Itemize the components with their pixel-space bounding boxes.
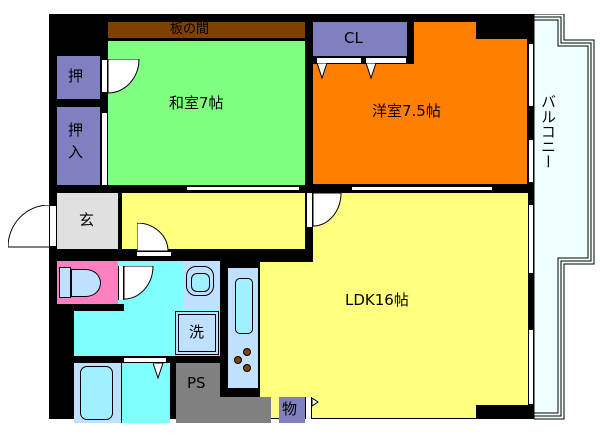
ldk-window-2[interactable] bbox=[528, 330, 534, 404]
balcony-label: バルコニー bbox=[539, 94, 557, 169]
entrance-door[interactable] bbox=[8, 205, 50, 249]
room-oshiire: 押 入 bbox=[57, 107, 100, 185]
oshiire-sliding-door[interactable] bbox=[101, 113, 108, 185]
washing-machine: 洗 bbox=[175, 311, 219, 355]
stove-burner-2 bbox=[234, 356, 242, 364]
room-storage: 物 bbox=[279, 397, 305, 423]
ldk-floor-main bbox=[313, 193, 528, 418]
ldk-corner-pillar bbox=[476, 405, 528, 419]
stove-burner-1 bbox=[243, 348, 251, 356]
washitsu-door[interactable] bbox=[108, 59, 142, 95]
ldk-window-1[interactable] bbox=[528, 205, 534, 273]
washing-machine-inner bbox=[178, 314, 216, 352]
toilet-wall bbox=[57, 304, 124, 311]
youshitsu-window-2[interactable] bbox=[528, 140, 534, 182]
storage-door-marker bbox=[312, 398, 319, 407]
storage-label: 物 bbox=[282, 400, 298, 418]
stove-burner-3 bbox=[243, 364, 251, 372]
ldk-door-frame bbox=[306, 193, 313, 227]
bathroom-door[interactable] bbox=[124, 357, 166, 363]
washitsu-door-frame bbox=[101, 59, 108, 93]
room-closet: CL bbox=[313, 22, 407, 56]
washitsu-sliding-door[interactable] bbox=[187, 186, 299, 191]
closet-door-left[interactable] bbox=[317, 57, 361, 64]
storage-door[interactable] bbox=[305, 397, 312, 419]
senmen-label: 洗 bbox=[189, 323, 205, 341]
hallway-door-frame bbox=[137, 251, 171, 257]
ps-label: PS bbox=[187, 374, 206, 392]
toilet-door[interactable] bbox=[124, 266, 156, 300]
room-washitsu: 和室7帖 bbox=[108, 40, 305, 185]
kitchen-sink bbox=[235, 278, 253, 334]
youshitsu-sliding-door[interactable] bbox=[352, 186, 492, 191]
washroom-top-left bbox=[57, 261, 118, 304]
hallway-door[interactable] bbox=[137, 223, 171, 255]
ldk-door[interactable] bbox=[313, 193, 343, 227]
washbasin-bowl bbox=[191, 273, 210, 292]
bathroom-door-marker bbox=[153, 363, 164, 379]
bathtub bbox=[80, 366, 113, 420]
toilet-bowl bbox=[71, 269, 101, 297]
closet-label: CL bbox=[344, 29, 363, 47]
ldk-floor-lower bbox=[260, 262, 314, 418]
entrance-door-frame bbox=[49, 205, 57, 247]
balcony-outline bbox=[534, 14, 595, 420]
youshitsu-window-1[interactable] bbox=[528, 44, 534, 106]
room-youshitsu bbox=[313, 22, 527, 184]
closet-door-right[interactable] bbox=[366, 57, 406, 64]
balcony: バルコニー bbox=[534, 14, 597, 420]
ldk-label: LDK16帖 bbox=[345, 291, 409, 309]
room-ps-lower bbox=[176, 397, 271, 423]
closet-door-markers bbox=[316, 63, 377, 80]
itanoma-label: 板の間 bbox=[170, 22, 210, 37]
washitsu-label: 和室7帖 bbox=[169, 94, 224, 112]
oshiire-label-2: 入 bbox=[68, 143, 84, 161]
youshitsu-label: 洋室7.5帖 bbox=[372, 102, 441, 120]
oshi-label: 押 bbox=[68, 67, 84, 85]
room-oshi: 押 bbox=[57, 56, 100, 99]
room-bathroom bbox=[74, 363, 122, 423]
kitchen-counter bbox=[228, 268, 259, 388]
room-itanoma: 板の間 bbox=[108, 22, 305, 39]
oshiire-label-1: 押 bbox=[68, 121, 84, 139]
room-genkan: 玄 bbox=[57, 193, 119, 249]
toilet-tank bbox=[59, 267, 71, 298]
genkan-label: 玄 bbox=[79, 211, 95, 229]
bathroom-wash-area bbox=[122, 363, 170, 423]
